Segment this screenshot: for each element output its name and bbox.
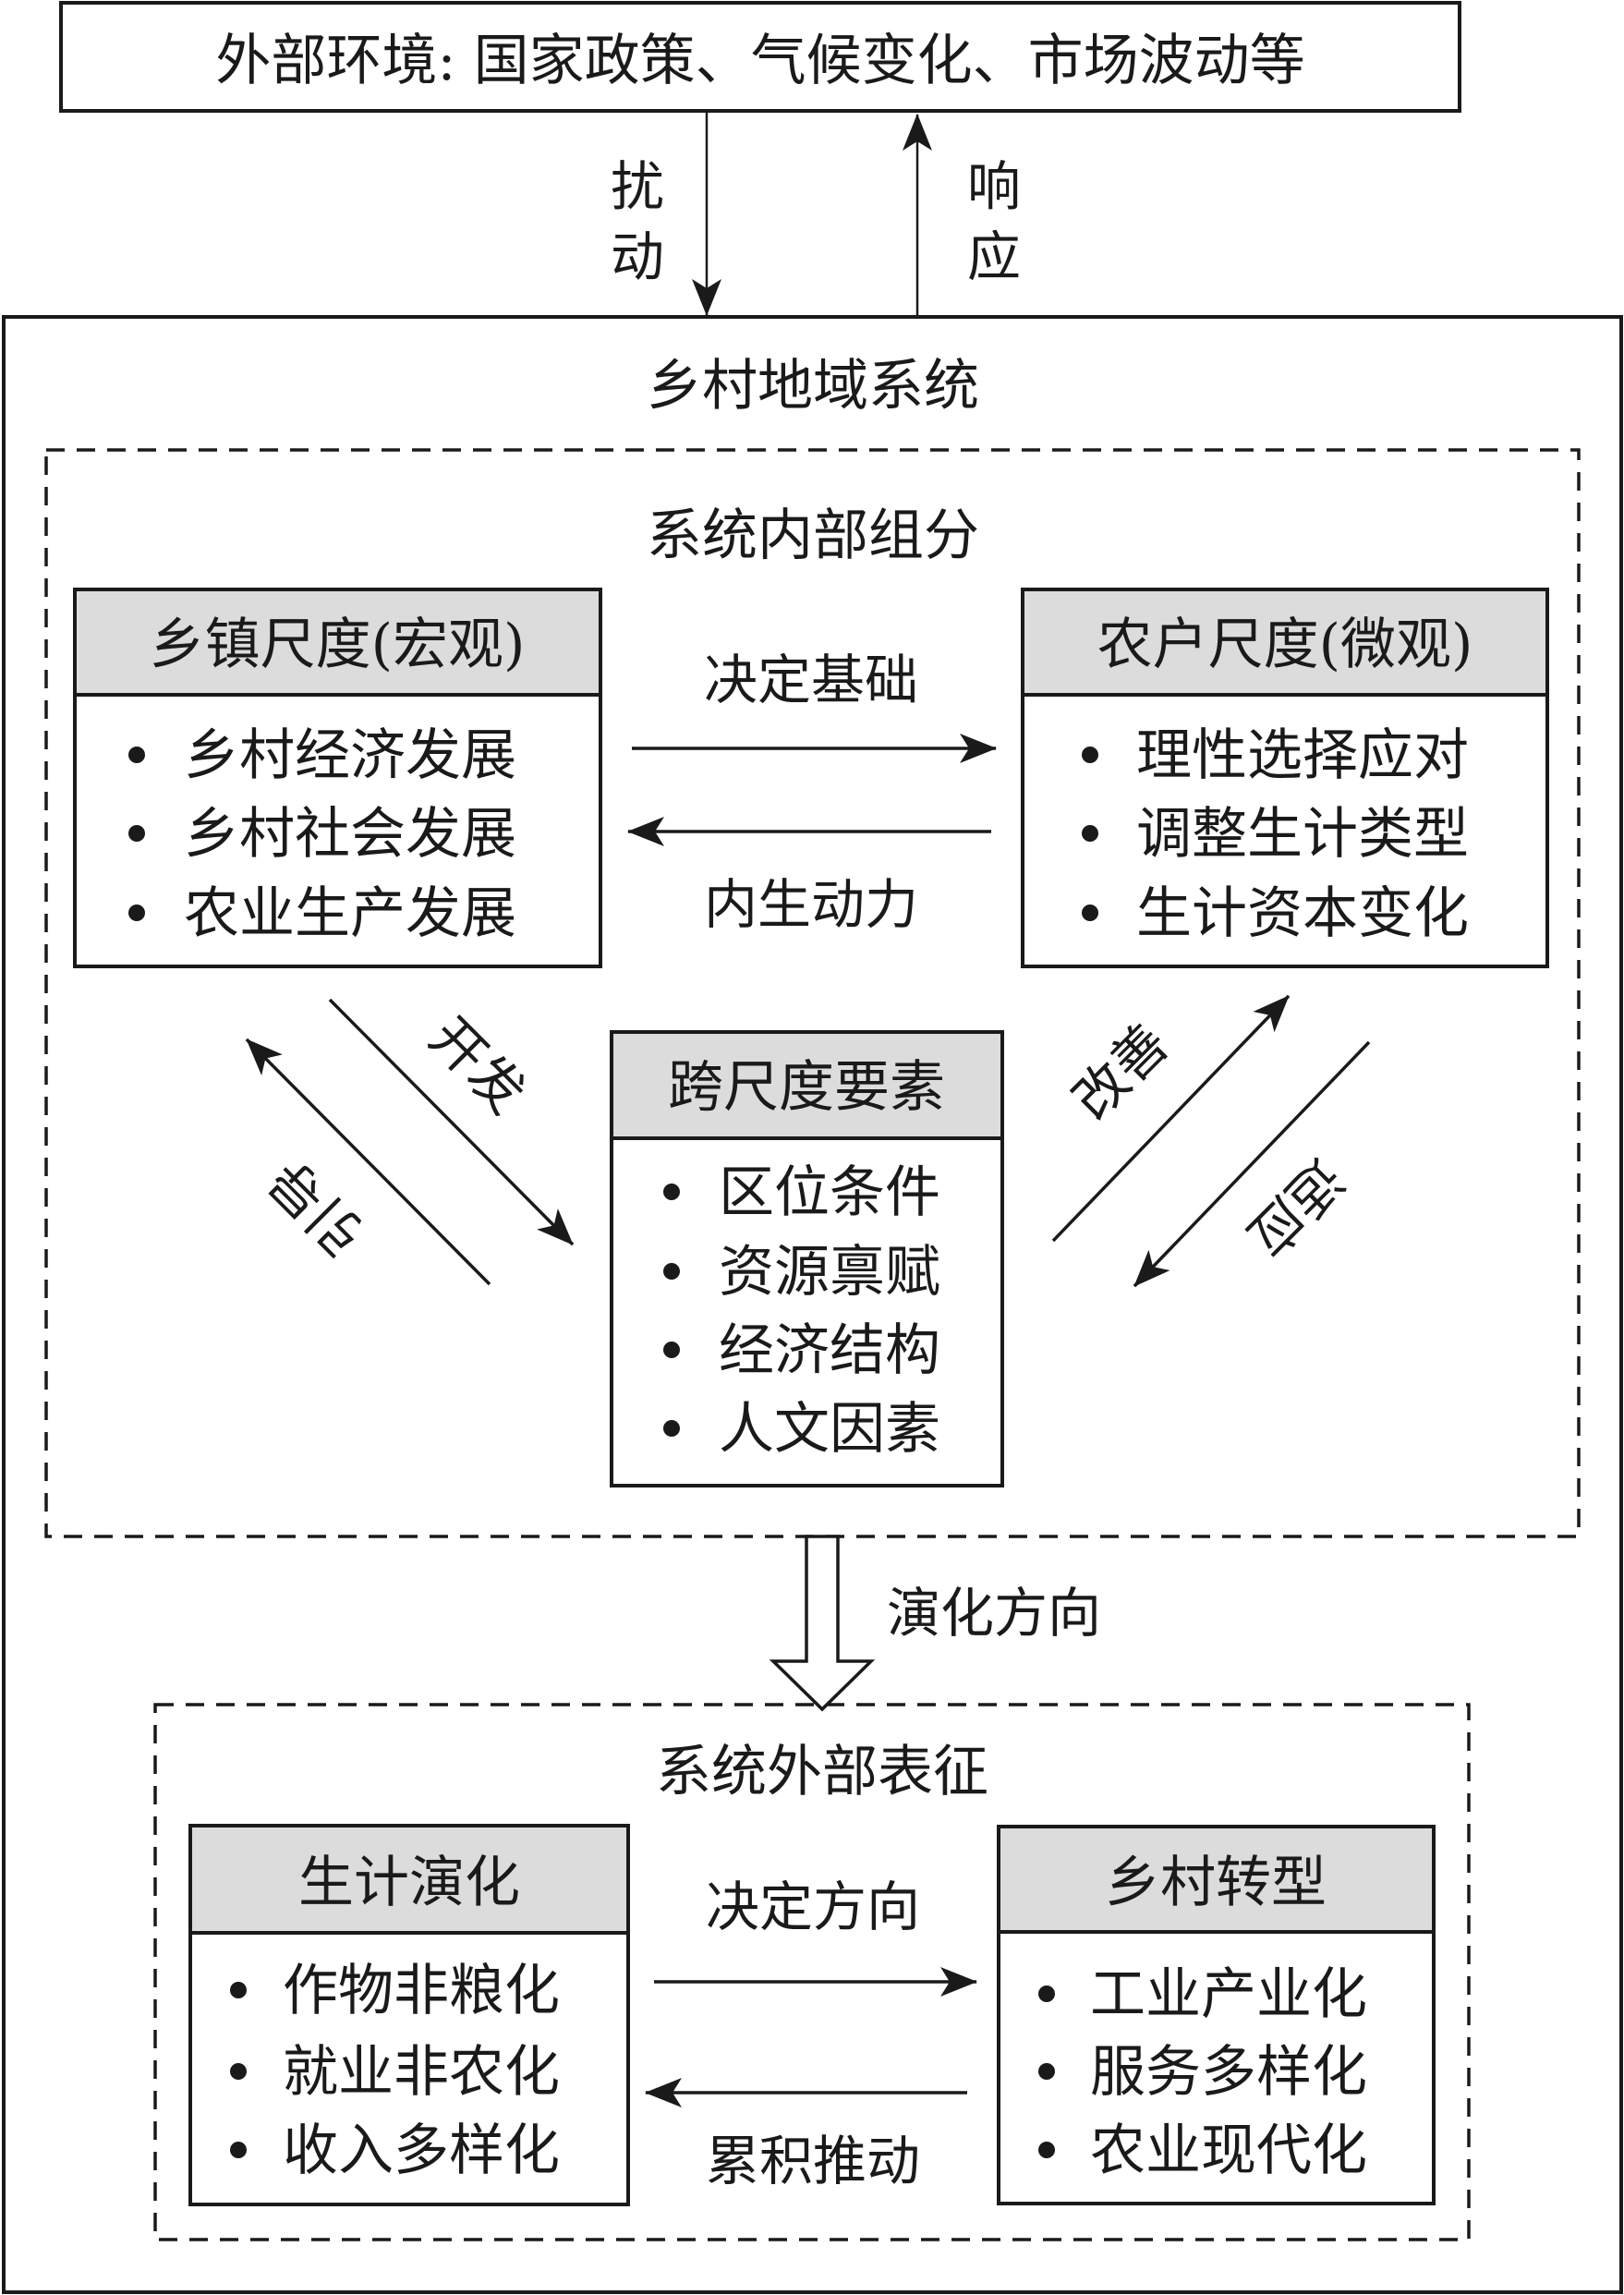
rural-system-title: 乡村地域系统 — [647, 354, 979, 419]
township-scale-header: 乡镇尺度(宏观) — [150, 613, 526, 677]
bullet-icon — [230, 1982, 247, 1998]
disturbance-label-2: 动 — [611, 225, 664, 288]
bullet-icon — [663, 1420, 680, 1437]
household-scale-header: 农户尺度(微观) — [1097, 613, 1473, 677]
list-item: 理性选择应对 — [1136, 723, 1469, 788]
bullet-icon — [1038, 2063, 1055, 2080]
list-item: 乡村经济发展 — [184, 723, 516, 788]
bullet-icon — [230, 2142, 247, 2158]
township-scale-box: 乡镇尺度(宏观) 乡村经济发展 乡村社会发展 农业生产发展 — [73, 588, 602, 968]
list-item: 资源禀赋 — [719, 1240, 940, 1305]
evolution-direction-label: 演化方向 — [887, 1582, 1101, 1645]
response-label-1: 响 — [967, 155, 1021, 218]
bullet-icon — [128, 905, 145, 921]
disturbance-label-1: 扰 — [611, 155, 664, 218]
guide-label: 引导 — [257, 1148, 377, 1268]
bullet-icon — [128, 825, 145, 842]
household-scale-box: 农户尺度(微观) 理性选择应对 调整生计类型 生计资本变化 — [1021, 588, 1549, 968]
list-item: 服务多样化 — [1090, 2040, 1367, 2105]
external-environment-label: 外部环境: 国家政策、气候变化、市场波动等 — [215, 29, 1304, 93]
list-item: 乡村社会发展 — [184, 802, 516, 867]
internal-components-title: 系统内部组分 — [647, 504, 979, 568]
cross-scale-factors-header: 跨尺度要素 — [668, 1055, 945, 1120]
external-features-title: 系统外部表征 — [656, 1740, 988, 1804]
bullet-icon — [663, 1263, 680, 1280]
list-item: 调整生计类型 — [1136, 802, 1469, 867]
bullet-icon — [230, 2063, 247, 2080]
cross-scale-factors-box: 跨尺度要素 区位条件 资源禀赋 经济结构 人文因素 — [610, 1030, 1004, 1488]
rural-transformation-box: 乡村转型 工业产业化 服务多样化 农业现代化 — [997, 1825, 1436, 2205]
livelihood-evolution-header: 生计演化 — [298, 1851, 520, 1915]
external-environment-box: 外部环境: 国家政策、气候变化、市场波动等 — [59, 1, 1461, 113]
livelihood-evolution-box: 生计演化 作物非粮化 就业非农化 收入多样化 — [188, 1824, 630, 2206]
bullet-icon — [663, 1342, 680, 1358]
guide-arrow — [245, 1038, 491, 1286]
list-item: 生计资本变化 — [1136, 881, 1469, 946]
bullet-icon — [128, 747, 145, 763]
bullet-icon — [1082, 905, 1098, 921]
bullet-icon — [1038, 1985, 1055, 2002]
list-item: 人文因素 — [719, 1397, 940, 1462]
list-item: 作物非粮化 — [283, 1959, 560, 2023]
list-item: 农业现代化 — [1090, 2119, 1367, 2183]
list-item: 农业生产发展 — [184, 881, 516, 946]
rural-system-box — [2, 315, 1623, 2294]
decide-direction-label: 决定方向 — [706, 1876, 920, 1938]
list-item: 经济结构 — [719, 1318, 940, 1383]
develop-arrow — [328, 998, 575, 1246]
bullet-icon — [1082, 825, 1098, 842]
improve-arrow — [1051, 994, 1291, 1243]
bullet-icon — [663, 1184, 680, 1200]
rural-transformation-header: 乡村转型 — [1105, 1851, 1327, 1915]
adapt-arrow — [1133, 1040, 1371, 1288]
cumulative-push-label: 累积推动 — [706, 2130, 920, 2192]
list-item: 区位条件 — [719, 1160, 940, 1225]
list-item: 就业非农化 — [283, 2040, 560, 2105]
list-item: 工业产业化 — [1090, 1962, 1367, 2027]
response-label-2: 应 — [967, 225, 1021, 288]
bullet-icon — [1038, 2142, 1055, 2158]
evolution-direction-arrow — [769, 1535, 876, 1712]
endogenous-power-label: 内生动力 — [704, 873, 918, 936]
adapt-label: 适应 — [1235, 1148, 1355, 1268]
bullet-icon — [1082, 747, 1098, 763]
improve-label: 改善 — [1060, 1012, 1181, 1132]
decide-basis-label: 决定基础 — [704, 649, 918, 711]
external-features-box — [153, 1703, 1471, 2241]
list-item: 收入多样化 — [283, 2119, 560, 2183]
